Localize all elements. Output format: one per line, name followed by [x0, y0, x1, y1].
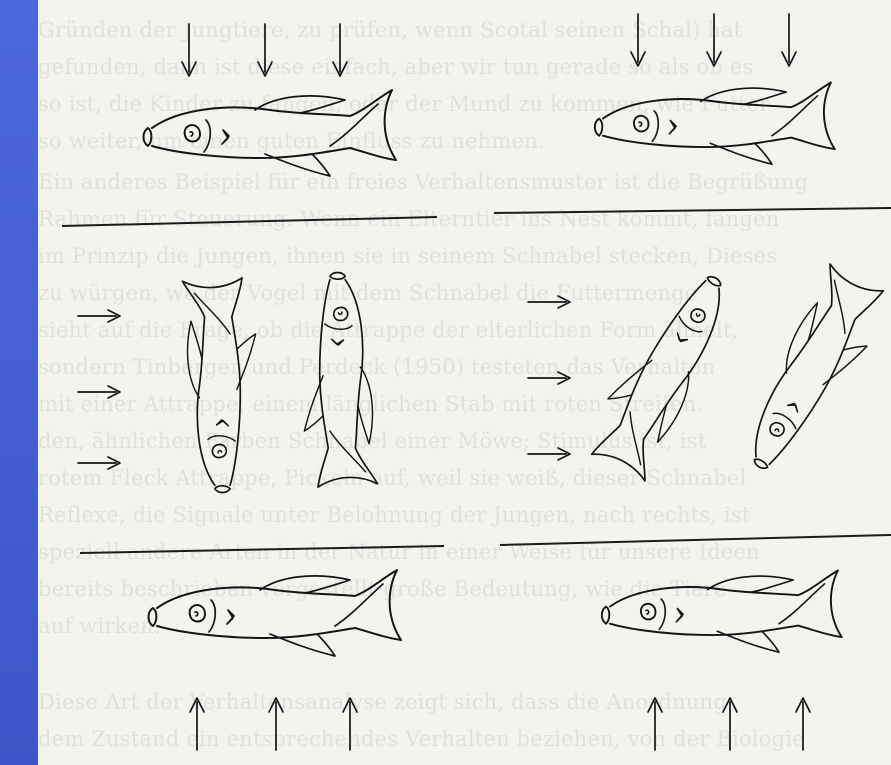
divider-line: [62, 217, 437, 226]
light-arrow-right: [528, 448, 570, 460]
panel-middle-left: [78, 272, 378, 492]
panel-top-left: [144, 24, 397, 176]
divider-line: [80, 546, 444, 553]
light-arrow-right: [78, 386, 120, 398]
light-arrow-up: [648, 698, 662, 750]
divider-line: [500, 535, 891, 545]
panel-top-right: [595, 14, 835, 164]
light-arrow-right: [528, 372, 570, 384]
light-arrow-up: [343, 698, 357, 750]
fish-upright: [602, 571, 842, 653]
light-arrow-down: [782, 14, 796, 66]
light-arrow-down: [707, 14, 721, 66]
light-arrow-right: [78, 310, 120, 322]
light-arrow-right: [78, 457, 120, 469]
light-arrow-down: [258, 24, 272, 76]
light-arrow-up: [190, 698, 204, 750]
panel-middle-right: [528, 261, 891, 484]
fish-upright: [149, 570, 402, 656]
fish-tilted: [580, 262, 751, 484]
light-arrow-up: [723, 698, 737, 750]
panel-bottom-right: [602, 571, 842, 751]
fish-upright: [144, 90, 397, 176]
light-arrow-down: [182, 24, 196, 76]
light-arrow-up: [796, 698, 810, 750]
light-arrow-right: [528, 296, 570, 308]
light-arrow-up: [269, 698, 283, 750]
fish-tilted: [724, 261, 891, 483]
fish-tilted: [304, 272, 377, 487]
fish-tilted: [183, 278, 256, 493]
divider-line: [494, 208, 891, 213]
fish-upright: [595, 83, 835, 165]
light-arrow-down: [333, 24, 347, 76]
panel-bottom-left: [149, 570, 402, 750]
light-arrow-down: [631, 14, 645, 66]
